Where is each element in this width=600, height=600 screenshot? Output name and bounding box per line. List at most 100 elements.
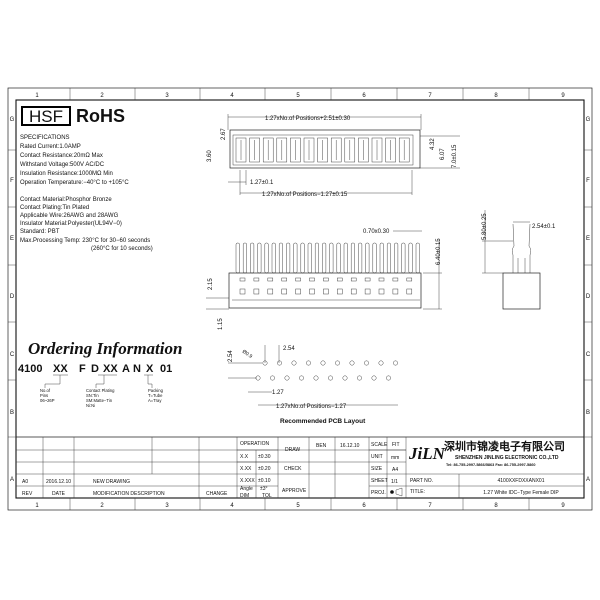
- window-lower: [295, 288, 301, 295]
- window-lower: [337, 288, 343, 295]
- spec-line: Rated Current:1.0AMP: [20, 144, 81, 150]
- title-value: 1.27 White IDC−Type Female DIP: [483, 490, 559, 496]
- contact-slot: [303, 137, 315, 163]
- date-header: DATE: [52, 491, 66, 497]
- approve-label: APPROVE: [282, 488, 307, 494]
- packing-note: Packing: [148, 388, 164, 393]
- col-8: 8: [494, 93, 498, 99]
- row-g-right: G: [586, 117, 591, 123]
- rev-value: A0: [22, 479, 28, 485]
- col-9: 9: [561, 93, 565, 99]
- pin: [365, 242, 370, 274]
- dim-top-width: 1.27xNo.of Positions+2.51±0.30: [265, 116, 351, 122]
- pcb-hole: [284, 375, 290, 381]
- outer-frame: [7, 87, 593, 511]
- col-7-bottom: 7: [428, 503, 432, 509]
- dim-top-r2: 6.07: [440, 148, 446, 160]
- spec-line: Insulation Resistance:1000MΩ Min: [20, 171, 113, 177]
- pin: [242, 242, 247, 274]
- pin: [394, 242, 399, 274]
- code-base: 4100: [18, 363, 42, 375]
- window-upper: [392, 277, 399, 282]
- pin: [401, 242, 406, 274]
- window-upper: [406, 277, 413, 282]
- pcb-hole: [291, 360, 297, 366]
- row-g: G: [10, 117, 15, 123]
- contact-slot: [317, 137, 328, 163]
- contact-slot: [385, 137, 396, 163]
- dim-end-height: 5.80±0.25: [482, 213, 488, 240]
- size-label: SIZE: [371, 466, 383, 472]
- title-block: A0 2016.12.10 NEW DRAWING REV DATE MODIF…: [16, 436, 584, 499]
- contact-slot: [249, 137, 260, 163]
- part-no-label: PART NO.: [410, 478, 433, 484]
- pin: [329, 242, 334, 274]
- window-lower: [378, 288, 385, 295]
- dim-side-h1: 2.15: [208, 278, 214, 290]
- code-f: F: [79, 363, 86, 375]
- change-header: CHANGE: [206, 491, 228, 497]
- pcb-hole: [299, 375, 304, 381]
- pcb-caption: Recommended PCB Layout: [280, 418, 366, 425]
- code-plating: XX: [103, 363, 118, 375]
- pcb-hole: [357, 375, 362, 381]
- pin: [314, 242, 319, 274]
- row-f: F: [10, 178, 14, 184]
- dim-pcb-span: 1.27xNo.of Positions−1.27: [276, 404, 347, 410]
- pin: [264, 242, 269, 274]
- tol-value: ±0.20: [258, 466, 271, 472]
- material-line: (260°C for 10 seconds): [91, 246, 153, 252]
- row-d-right: D: [586, 294, 591, 300]
- dim-pin-size: 0.70x0.30: [363, 229, 390, 235]
- contact-slot: [330, 137, 342, 163]
- row-d: D: [10, 294, 15, 300]
- pin: [322, 242, 327, 274]
- unit-label: UNIT: [371, 454, 383, 460]
- pins-note: 06~26P: [40, 398, 55, 403]
- row-e: E: [10, 236, 14, 242]
- code-packing: X: [146, 363, 154, 375]
- material-line: Applicable Wire:26AWG and 28AWG: [20, 213, 119, 219]
- contact-slot: [276, 137, 288, 163]
- col-8-bottom: 8: [494, 503, 498, 509]
- pin: [343, 242, 348, 274]
- pin: [286, 242, 291, 274]
- col-2-bottom: 2: [100, 503, 104, 509]
- contact-slot: [262, 137, 274, 163]
- plating-note: Ni:Ni: [86, 403, 95, 408]
- pcb-hole: [306, 360, 311, 366]
- contact-slot: [290, 137, 301, 163]
- side-view: 6.40±0.15 0.70x0.30 2.15 1.15: [206, 229, 442, 330]
- row-b-right: B: [586, 410, 590, 416]
- dim-top-r3: 7.0±0.15: [452, 144, 458, 168]
- tol-value: TOL: [262, 493, 272, 499]
- plating-note: SN:Tin: [86, 393, 99, 398]
- rohs-text: RoHS: [76, 106, 125, 126]
- spec-line: Withstand Voltage:500V AC/DC: [20, 162, 105, 168]
- window-lower: [392, 288, 399, 295]
- pins-note: Pins: [40, 393, 48, 398]
- pcb-hole: [335, 360, 340, 366]
- scale-value: FIT: [392, 442, 400, 448]
- contact-slot: [371, 137, 383, 163]
- pins-note: No.of: [40, 388, 51, 393]
- ordering-information: Ordering Information 4100 XX F D XX A N …: [18, 339, 182, 408]
- contact-slot: [358, 137, 369, 163]
- window-lower: [239, 288, 246, 295]
- dim-pcb-hole: Ø0.9: [241, 349, 254, 360]
- window-upper: [364, 277, 371, 282]
- company-name-en: SHENZHEN JINLING ELECTRONIC CO.,LTD: [455, 455, 559, 461]
- proj-label: PROJ.: [371, 490, 386, 496]
- pcb-hole: [364, 360, 369, 366]
- window-upper: [281, 277, 287, 282]
- window-upper: [253, 277, 260, 282]
- dim-side-h2: 1.15: [218, 318, 224, 330]
- projection-symbol-icon: [390, 487, 403, 497]
- row-a: A: [10, 477, 14, 483]
- dim-pcb-pitch: 1.27: [272, 390, 284, 396]
- window-lower: [281, 288, 287, 295]
- dim-end-pitch: 2.54±0.1: [532, 224, 556, 230]
- material-line: Contact Material:Phosphor Bronze: [20, 197, 112, 203]
- pcb-hole: [320, 360, 326, 366]
- pin: [293, 242, 298, 274]
